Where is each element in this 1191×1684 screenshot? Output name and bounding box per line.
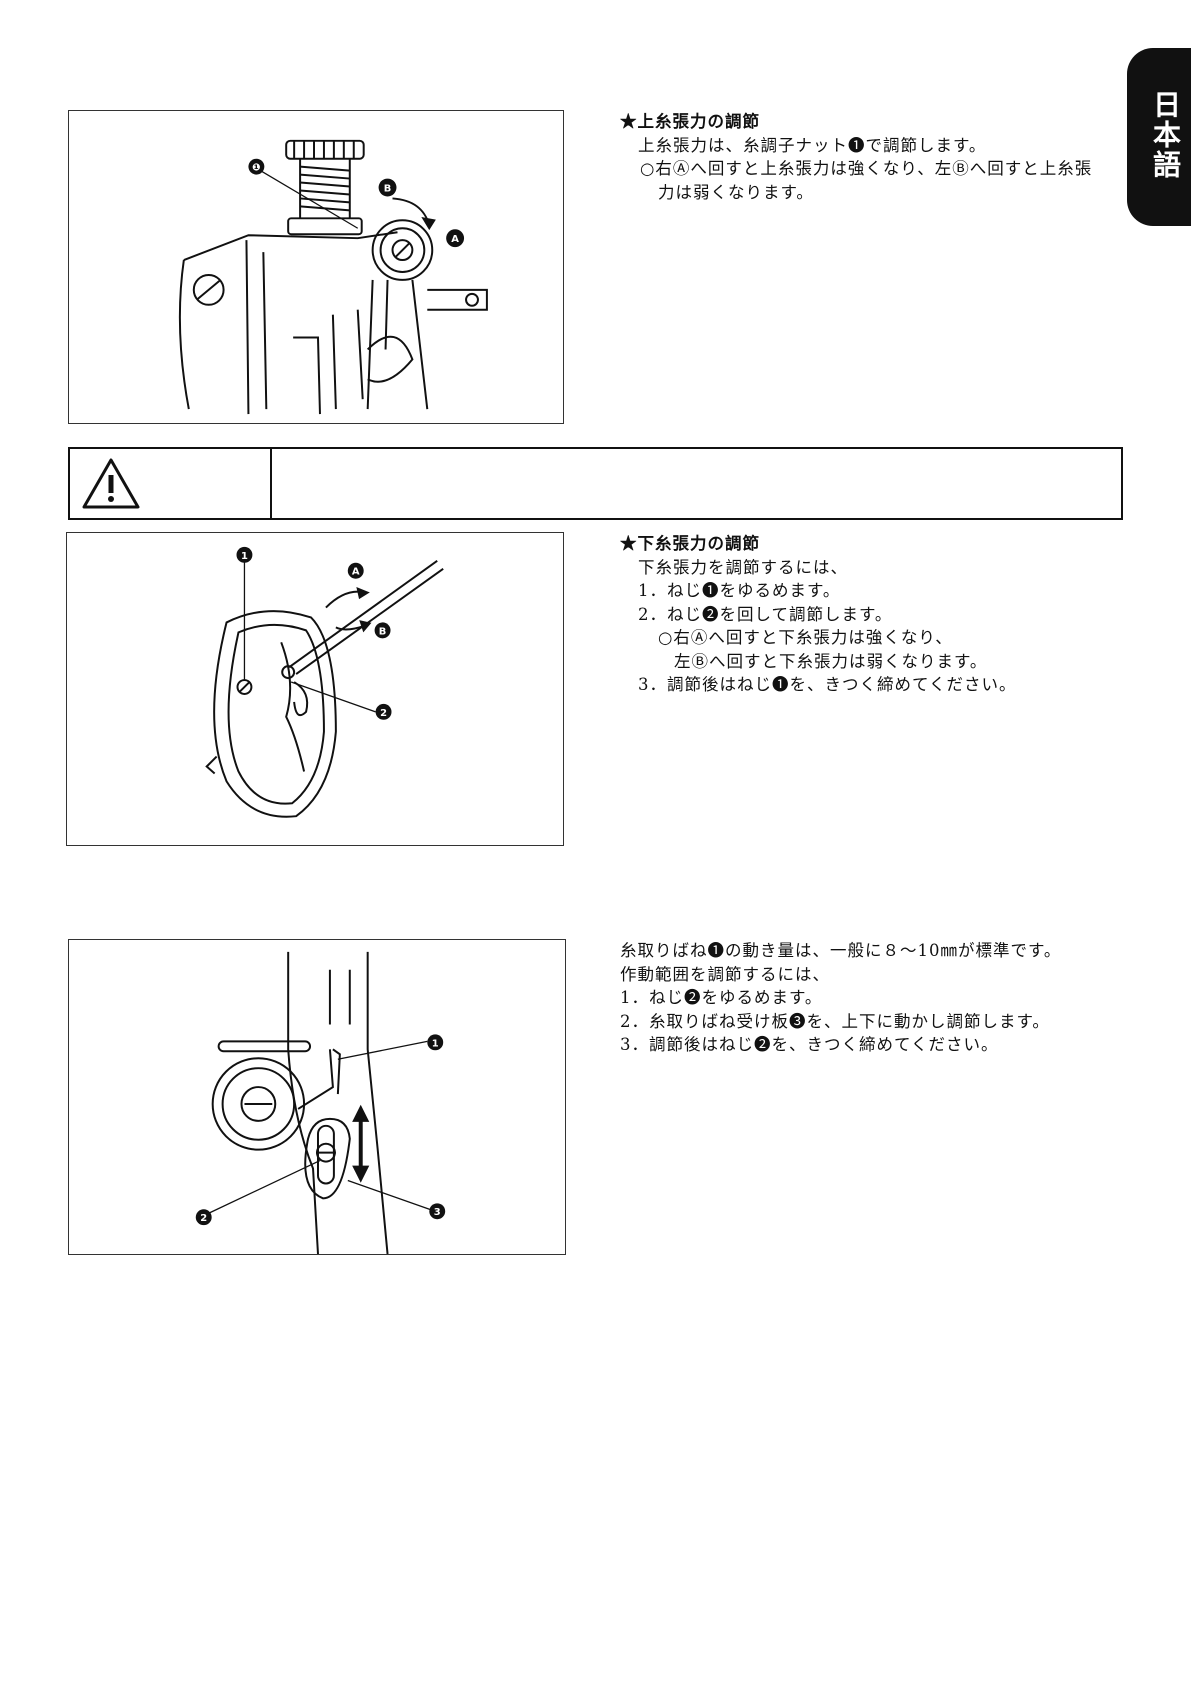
lower-tension-line-4: ○右Ⓐへ回すと下糸張力は強くなり、 [658,628,953,647]
language-tab[interactable]: 日本語 [1127,48,1191,226]
figure-labels: 1 2 3 [195,1034,446,1226]
label-b: B [384,183,392,194]
upper-tension-heading: ★上糸張力の調節 [620,112,760,131]
label-2: 2 [200,1213,207,1224]
spring-line-4: 2．糸取りばね受け板❸を、上下に動かし調節します。 [620,1011,1050,1031]
label-2: 2 [380,708,387,719]
lower-tension-heading: ★下糸張力の調節 [620,534,760,553]
lower-tension-line-2: 1．ねじ❶をゆるめます。 [638,581,841,600]
upper-tension-figure: ❶ B A [68,110,564,424]
bobbin-case-illustration: 1 A B 2 [205,546,444,818]
spring-figure: 1 2 3 [68,939,566,1255]
warning-triangle-icon [82,458,140,509]
spring-line-2: 作動範囲を調節するには、 [620,964,830,984]
lower-tension-line-3: 2．ねじ❷を回して調節します。 [638,604,893,624]
upper-tension-line-2: ○右Ⓐへ回すと上糸張力は強くなり、左Ⓑへ回すと上糸張 [640,159,1093,178]
label-3: 3 [434,1207,441,1218]
figure-labels: 1 A B 2 [236,546,392,720]
label-a: A [352,567,360,578]
figure-labels: ❶ B A [248,158,465,248]
lower-tension-text: ★下糸張力の調節 下糸張力を調節するには、 1．ねじ❶をゆるめます。 2．ねじ❷… [620,532,1017,697]
label-a: A [451,234,459,245]
label-b: B [379,626,387,637]
upper-tension-line-1: 上糸張力は、糸調子ナット❶で調節します。 [638,135,987,155]
spring-line-5: 3．調節後はねじ❷を、きつく締めてください。 [620,1035,999,1054]
spring-line-3: 1．ねじ❷をゆるめます。 [620,988,823,1007]
label-1: 1 [241,551,248,562]
spring-line-1: 糸取りばね❶の動き量は、一般に８～10㎜が標準です。 [620,941,1062,960]
spring-text: 糸取りばね❶の動き量は、一般に８～10㎜が標準です。 作動範囲を調節するには、 … [620,939,1061,1057]
tension-nut-illustration: ❶ B A [178,139,488,415]
lower-tension-line-5: 左Ⓑへ回すと下糸張力は弱くなります。 [674,651,988,671]
warning-box [68,447,1123,520]
take-up-spring-illustration: 1 2 3 [195,951,446,1254]
label-1: 1 [432,1038,439,1049]
language-tab-label: 日本語 [1149,90,1182,180]
lower-tension-line-6: 3．調節後はねじ❶を、きつく締めてください。 [638,675,1017,694]
upper-tension-text: ★上糸張力の調節 上糸張力は、糸調子ナット❶で調節します。 ○右Ⓐへ回すと上糸張… [620,110,1092,204]
upper-tension-line-3: 力は弱くなります。 [658,182,814,202]
lower-tension-figure: 1 A B 2 [66,532,564,846]
warning-icon-cell [70,449,272,518]
label-1: ❶ [252,163,260,174]
lower-tension-line-1: 下糸張力を調節するには、 [638,557,848,577]
